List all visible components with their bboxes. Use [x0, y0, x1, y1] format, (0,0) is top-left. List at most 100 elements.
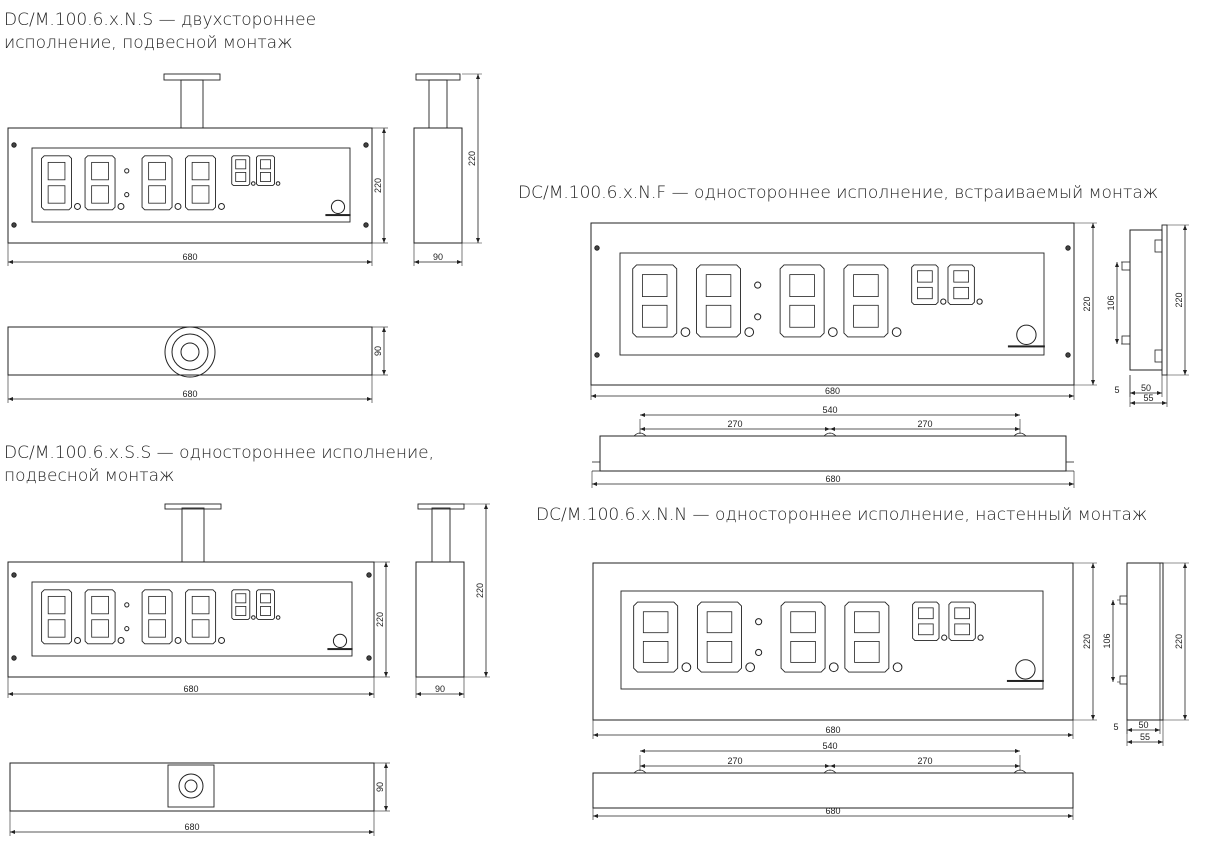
view-ns-side: 220 90 — [413, 73, 482, 266]
dim-label-width: 680 — [183, 684, 198, 694]
dim-label-height: 220 — [373, 178, 383, 193]
digit-8 — [632, 264, 691, 338]
view-ns-top: 90 680 — [7, 326, 388, 403]
dim-width-horizontal: 680 — [9, 811, 375, 836]
dim-depth-horizontal: 90 — [415, 677, 465, 698]
digit-8 — [912, 601, 948, 642]
digit-8 — [696, 264, 755, 338]
dim-label-width: 680 — [182, 252, 197, 262]
dim-width-horizontal: 680 — [592, 720, 1074, 739]
brand-logo — [1007, 324, 1045, 348]
dim-label-bracket_span: 540 — [822, 741, 837, 751]
digit-8 — [256, 155, 281, 186]
dim-height-vertical: 220 — [374, 561, 390, 678]
dim-label-width: 680 — [184, 822, 199, 832]
dim-bracket_half-horizontal: 270 — [639, 756, 831, 771]
dim-window_height-vertical: 106 — [1102, 599, 1120, 683]
dim-bracket-half-right: 270 — [830, 419, 1020, 431]
digit-8 — [843, 264, 902, 338]
dim-label-width: 680 — [825, 474, 840, 484]
digit-8 — [948, 601, 984, 642]
dim-window_height-vertical: 106 — [1106, 261, 1122, 345]
dim-label-width: 680 — [825, 806, 840, 816]
dim-depth-horizontal: 90 — [413, 243, 463, 266]
dim-total_depth-horizontal: 55 — [1129, 375, 1168, 407]
digit-8 — [41, 155, 81, 211]
dim-label-bracket-half-right: 270 — [917, 419, 932, 429]
digit-8 — [780, 601, 839, 673]
dim-bracket_half-horizontal: 270 — [639, 419, 831, 434]
dim-label-width: 680 — [182, 389, 197, 399]
view-ss-side: 220 90 — [415, 503, 490, 698]
digit-8 — [231, 589, 256, 620]
digit-8 — [84, 155, 125, 211]
digit-8 — [844, 601, 903, 673]
dim-height-vertical: 220 — [1163, 562, 1189, 721]
dim-label-bracket_half: 270 — [727, 756, 742, 766]
dim-width-horizontal: 680 — [7, 243, 373, 266]
dim-label-height: 220 — [1174, 292, 1184, 307]
dim-depth-vertical: 90 — [372, 326, 388, 376]
dim-width-horizontal: 680 — [590, 385, 1075, 400]
dim-label-depth: 90 — [433, 252, 443, 262]
view-nn-bottom: 540 270 270 680 — [592, 741, 1074, 820]
dim-height-vertical: 220 — [1073, 562, 1097, 721]
view-nf-front: 220 680 — [590, 222, 1097, 400]
dim-width-horizontal: 680 — [591, 471, 1075, 488]
dim-label-height: 220 — [1082, 296, 1092, 311]
dim-label-rim-nn: 5 — [1113, 722, 1118, 732]
digit-8 — [633, 601, 692, 673]
dim-width-horizontal: 680 — [7, 375, 373, 403]
view-ns-front: 220 680 — [7, 73, 388, 266]
dim-label-window_height: 106 — [1102, 633, 1112, 648]
dim-label-total_depth: 55 — [1140, 732, 1150, 742]
dim-height-vertical: 220 — [462, 73, 482, 244]
digit-8 — [185, 155, 225, 211]
dim-label-total_depth: 55 — [1143, 393, 1153, 403]
caption-ns-line2: исполнение, подвесной монтаж — [4, 33, 293, 53]
dim-width-horizontal: 680 — [7, 677, 375, 698]
dim-label-window_height: 106 — [1106, 295, 1116, 310]
caption-nn-line1: DC/M.100.6.x.N.N — одностороннее исполне… — [536, 505, 1148, 525]
dim-bracket_span-horizontal: 540 — [639, 741, 1021, 771]
brand-logo — [327, 633, 353, 651]
dim-label-width: 680 — [825, 386, 840, 396]
caption-nn: DC/M.100.6.x.N.N — одностороннее исполне… — [536, 504, 1147, 527]
view-ss-front: 220 680 — [7, 503, 390, 698]
digit-8 — [911, 264, 947, 305]
dim-height-vertical: 220 — [1074, 222, 1097, 386]
dim-label-bracket-half-right: 270 — [917, 756, 932, 766]
dim-depth-vertical: 90 — [374, 762, 390, 812]
dim-total_depth-horizontal: 55 — [1126, 720, 1164, 746]
dim-bracket-half-right: 270 — [830, 756, 1020, 768]
dim-label-bracket_span: 540 — [822, 405, 837, 415]
dim-label-width: 680 — [825, 725, 840, 735]
dim-label-height: 220 — [1174, 634, 1184, 649]
dim-label-body_depth: 50 — [1138, 720, 1148, 730]
view-nn-front: 220 680 — [592, 562, 1097, 739]
dim-label-depth: 90 — [435, 684, 445, 694]
caption-ns-line1: DC/M.100.6.x.N.S — двухстороннее — [4, 10, 317, 30]
dim-height-vertical: 220 — [1167, 224, 1189, 376]
dim-label-rim-nf: 5 — [1114, 385, 1119, 395]
caption-ss-line1: DC/M.100.6.x.S.S — одностороннее исполне… — [4, 443, 435, 463]
brand-logo — [325, 199, 351, 217]
dim-label-height: 220 — [467, 151, 477, 166]
digit-8 — [947, 264, 983, 305]
digit-8 — [84, 589, 125, 645]
dim-label-height: 220 — [475, 583, 485, 598]
digit-8 — [141, 155, 182, 211]
dim-bracket_span-horizontal: 540 — [639, 405, 1021, 434]
dim-label-depth: 90 — [375, 782, 385, 792]
digit-8 — [779, 264, 838, 338]
caption-nf: DC/M.100.6.x.N.F — одностороннее исполне… — [518, 182, 1158, 205]
dim-label-body_depth: 50 — [1141, 383, 1151, 393]
digit-8 — [231, 155, 256, 186]
dim-height-vertical: 220 — [372, 127, 388, 244]
view-nf-bottom: 540 270 270 680 — [591, 405, 1075, 488]
digit-8 — [256, 589, 281, 620]
dim-width-horizontal: 680 — [592, 806, 1074, 820]
digit-8 — [185, 589, 226, 645]
